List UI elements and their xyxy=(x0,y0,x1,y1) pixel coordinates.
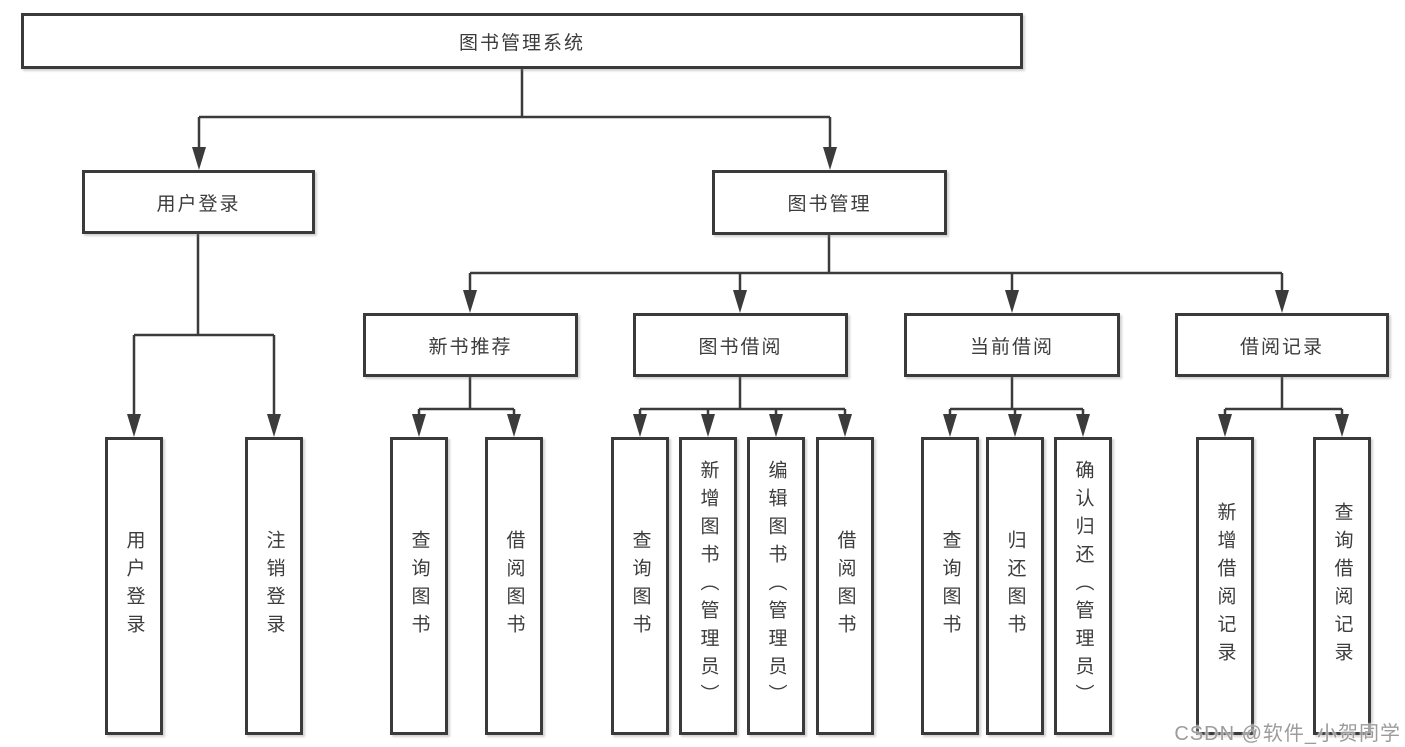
node-leaf-confirm-return-admin: 确认归还（管理员） xyxy=(1054,437,1112,735)
node-leaf-add-borrow-record: 新增借阅记录 xyxy=(1196,437,1254,735)
node-current-borrow-label: 当前借阅 xyxy=(969,336,1054,358)
node-leaf-confirm-return-admin-label: 确认归还（管理员） xyxy=(1072,460,1094,712)
node-borrow-record-label: 借阅记录 xyxy=(1239,336,1324,358)
node-book-borrow: 图书借阅 xyxy=(633,313,848,377)
node-leaf-return-books-label: 归还图书 xyxy=(1004,530,1026,642)
node-user-login-label: 用户登录 xyxy=(156,193,241,215)
node-user-login-branch: 用户登录 xyxy=(82,170,315,234)
node-leaf-query-borrow-record-label: 查询借阅记录 xyxy=(1331,502,1353,670)
node-book-mgmt-branch: 图书管理 xyxy=(712,170,947,235)
node-leaf-query-books-rec: 查询图书 xyxy=(390,437,448,735)
node-leaf-logout: 注销登录 xyxy=(245,437,303,735)
node-book-borrow-label: 图书借阅 xyxy=(698,336,783,358)
node-leaf-edit-books-admin: 编辑图书（管理员） xyxy=(747,437,805,735)
node-leaf-query-books-borrow-label: 查询图书 xyxy=(629,530,651,642)
node-leaf-query-books-rec-label: 查询图书 xyxy=(408,530,430,642)
node-new-book-rec: 新书推荐 xyxy=(363,313,578,377)
node-leaf-add-borrow-record-label: 新增借阅记录 xyxy=(1214,502,1236,670)
node-leaf-query-borrow-record: 查询借阅记录 xyxy=(1313,437,1371,735)
node-leaf-query-books-current: 查询图书 xyxy=(921,437,979,735)
node-leaf-borrow-books-rec-label: 借阅图书 xyxy=(503,530,525,642)
node-leaf-return-books: 归还图书 xyxy=(986,437,1044,735)
node-leaf-user-login-label: 用户登录 xyxy=(123,530,145,642)
node-root-label: 图书管理系统 xyxy=(458,32,585,54)
node-leaf-borrow-books-rec: 借阅图书 xyxy=(485,437,543,735)
node-leaf-query-books-current-label: 查询图书 xyxy=(939,530,961,642)
node-new-book-rec-label: 新书推荐 xyxy=(428,336,513,358)
node-leaf-borrow-books-label: 借阅图书 xyxy=(834,530,856,642)
csdn-watermark: CSDN @软件_小贺同学 xyxy=(1174,723,1401,745)
node-root: 图书管理系统 xyxy=(21,13,1023,69)
node-leaf-borrow-books: 借阅图书 xyxy=(816,437,874,735)
node-leaf-add-books-admin: 新增图书（管理员） xyxy=(679,437,737,735)
node-current-borrow: 当前借阅 xyxy=(904,313,1120,377)
node-leaf-query-books-borrow: 查询图书 xyxy=(611,437,669,735)
node-leaf-user-login: 用户登录 xyxy=(105,437,163,735)
node-leaf-add-books-admin-label: 新增图书（管理员） xyxy=(697,460,719,712)
node-leaf-logout-label: 注销登录 xyxy=(263,530,285,642)
node-borrow-record: 借阅记录 xyxy=(1175,313,1389,377)
node-book-mgmt-label: 图书管理 xyxy=(787,194,872,215)
node-leaf-edit-books-admin-label: 编辑图书（管理员） xyxy=(765,460,787,712)
